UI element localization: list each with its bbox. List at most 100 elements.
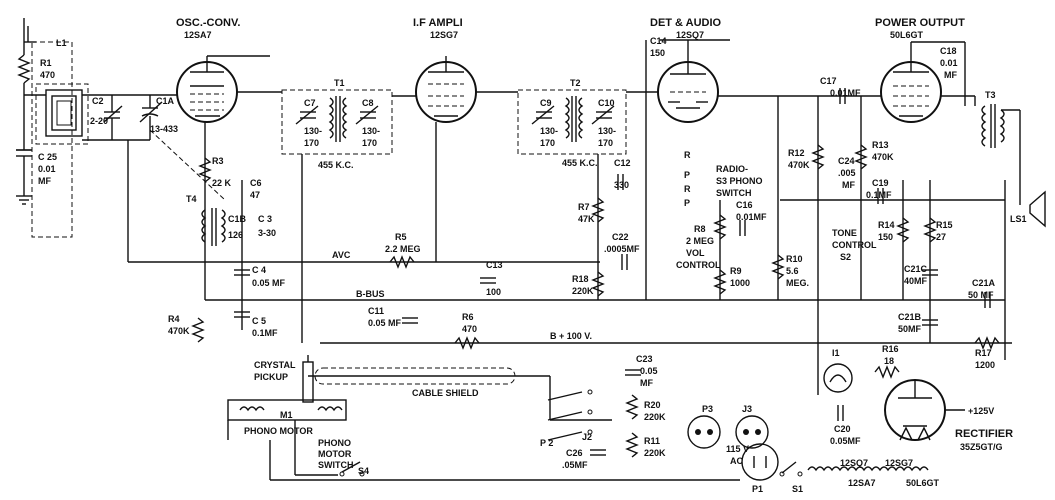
- tube-12sg7: [415, 56, 477, 123]
- label-t3: T3: [985, 90, 996, 100]
- label-avc: AVC: [332, 250, 351, 260]
- label-ls1: LS1: [1010, 214, 1027, 224]
- label-sw-r1: R: [684, 150, 691, 160]
- label-r1: R1: [40, 58, 52, 68]
- label-s3c: SWITCH: [716, 188, 752, 198]
- label-r4: R4: [168, 314, 180, 324]
- antenna-section: [16, 18, 226, 238]
- label-r20v: 220K: [644, 412, 666, 422]
- label-c26: C26: [566, 448, 583, 458]
- label-c20: C20: [834, 424, 851, 434]
- label-sw-p2: P: [684, 198, 690, 208]
- label-c23u: MF: [640, 378, 653, 388]
- label-c23: C23: [636, 354, 653, 364]
- label-r9: R9: [730, 266, 742, 276]
- label-sw-p1: P: [684, 170, 690, 180]
- label-h2: 12SG7: [885, 458, 913, 468]
- label-c23v: 0.05: [640, 366, 658, 376]
- label-r5: R5: [395, 232, 407, 242]
- label-t1kc: 455 K.C.: [318, 160, 354, 170]
- wiring: [127, 39, 1012, 360]
- label-tone1: TONE: [832, 228, 857, 238]
- label-r13: R13: [872, 140, 889, 150]
- label-c9: C9: [540, 98, 552, 108]
- label-c7: C7: [304, 98, 316, 108]
- heading-rect: RECTIFIER: [955, 428, 1013, 440]
- label-ac2: AC: [730, 456, 743, 466]
- label-r14v: 150: [878, 232, 893, 242]
- label-c21b: C21B: [898, 312, 922, 322]
- label-b125: +125V: [968, 406, 994, 416]
- label-r8v: 2 MEG: [686, 236, 714, 246]
- label-c5v: 0.1MF: [252, 328, 278, 338]
- label-s2: S2: [840, 252, 851, 262]
- label-c24v: .005: [838, 168, 856, 178]
- label-r8: R8: [694, 224, 706, 234]
- label-c9v1: 130-: [540, 126, 558, 136]
- label-c18v: 0.01: [940, 58, 958, 68]
- label-r15v: 27: [936, 232, 946, 242]
- label-c10v2: 170: [598, 138, 613, 148]
- label-c25v: 0.01: [38, 164, 56, 174]
- label-r15: R15: [936, 220, 953, 230]
- label-c1av: 13-433: [150, 124, 178, 134]
- label-r16: R16: [882, 344, 899, 354]
- label-c14v: 150: [650, 48, 665, 58]
- label-motor: PHONO MOTOR: [244, 426, 313, 436]
- label-r3v: 22 K: [212, 178, 232, 188]
- label-c22v: .0005MF: [604, 244, 640, 254]
- label-r10v: 5.6: [786, 266, 799, 276]
- label-r10: R10: [786, 254, 803, 264]
- label-r18v: 220K: [572, 286, 594, 296]
- label-c10v1: 130-: [598, 126, 616, 136]
- label-c20v: 0.05MF: [830, 436, 861, 446]
- label-c1bv: 126: [228, 230, 243, 240]
- tube-35z5gt: [884, 379, 946, 441]
- label-pms1: PHONO: [318, 438, 351, 448]
- tube-12sa7: [176, 56, 238, 123]
- label-t1: T1: [334, 78, 345, 88]
- label-p1: P1: [752, 484, 763, 494]
- label-sw-r2: R: [684, 184, 691, 194]
- label-s3a: RADIO-: [716, 164, 748, 174]
- label-c8v2: 170: [362, 138, 377, 148]
- label-pms3: SWITCH: [318, 460, 354, 470]
- label-c25: C 25: [38, 152, 57, 162]
- label-c18: C18: [940, 46, 957, 56]
- tube-12sq7: [657, 56, 719, 123]
- label-c8: C8: [362, 98, 374, 108]
- label-c22: C22: [612, 232, 629, 242]
- label-c8v1: 130-: [362, 126, 380, 136]
- label-crystal2: PICKUP: [254, 372, 288, 382]
- label-r14: R14: [878, 220, 895, 230]
- label-t2kc: 455 K.C.: [562, 158, 598, 168]
- labels: OSC.-CONV. 12SA7 I.F AMPLI 12SG7 DET & A…: [38, 17, 1027, 494]
- heading-osc-tube: 12SA7: [184, 30, 212, 40]
- label-tone2: CONTROL: [832, 240, 877, 250]
- label-s4: S4: [358, 466, 369, 476]
- phono-section: [227, 343, 965, 481]
- heading-det: DET & AUDIO: [650, 17, 722, 29]
- label-c3v: 3-30: [258, 228, 276, 238]
- label-bplus: B + 100 V.: [550, 331, 592, 341]
- label-r7: R7: [578, 202, 590, 212]
- label-pms2: MOTOR: [318, 449, 352, 459]
- label-r17v: 1200: [975, 360, 995, 370]
- transformer-t1: [281, 89, 393, 155]
- label-c5: C 5: [252, 316, 266, 326]
- heading-pwr-tube: 50L6GT: [890, 30, 924, 40]
- label-s3b: S3 PHONO: [716, 176, 763, 186]
- label-c26v: .05MF: [562, 460, 588, 470]
- label-c13: C13: [486, 260, 503, 270]
- label-c4v: 0.05 MF: [252, 278, 286, 288]
- label-j3: J3: [742, 404, 752, 414]
- label-r11: R11: [644, 436, 660, 446]
- label-r5v: 2.2 MEG: [385, 244, 421, 254]
- label-t4: T4: [186, 194, 197, 204]
- label-c21cv: 40MF: [904, 276, 928, 286]
- label-r8c2: CONTROL: [676, 260, 721, 270]
- output-transformer-t3: [981, 104, 1046, 228]
- label-r16v: 18: [884, 356, 894, 366]
- label-c6: C6: [250, 178, 262, 188]
- label-c12v: 330: [614, 180, 629, 190]
